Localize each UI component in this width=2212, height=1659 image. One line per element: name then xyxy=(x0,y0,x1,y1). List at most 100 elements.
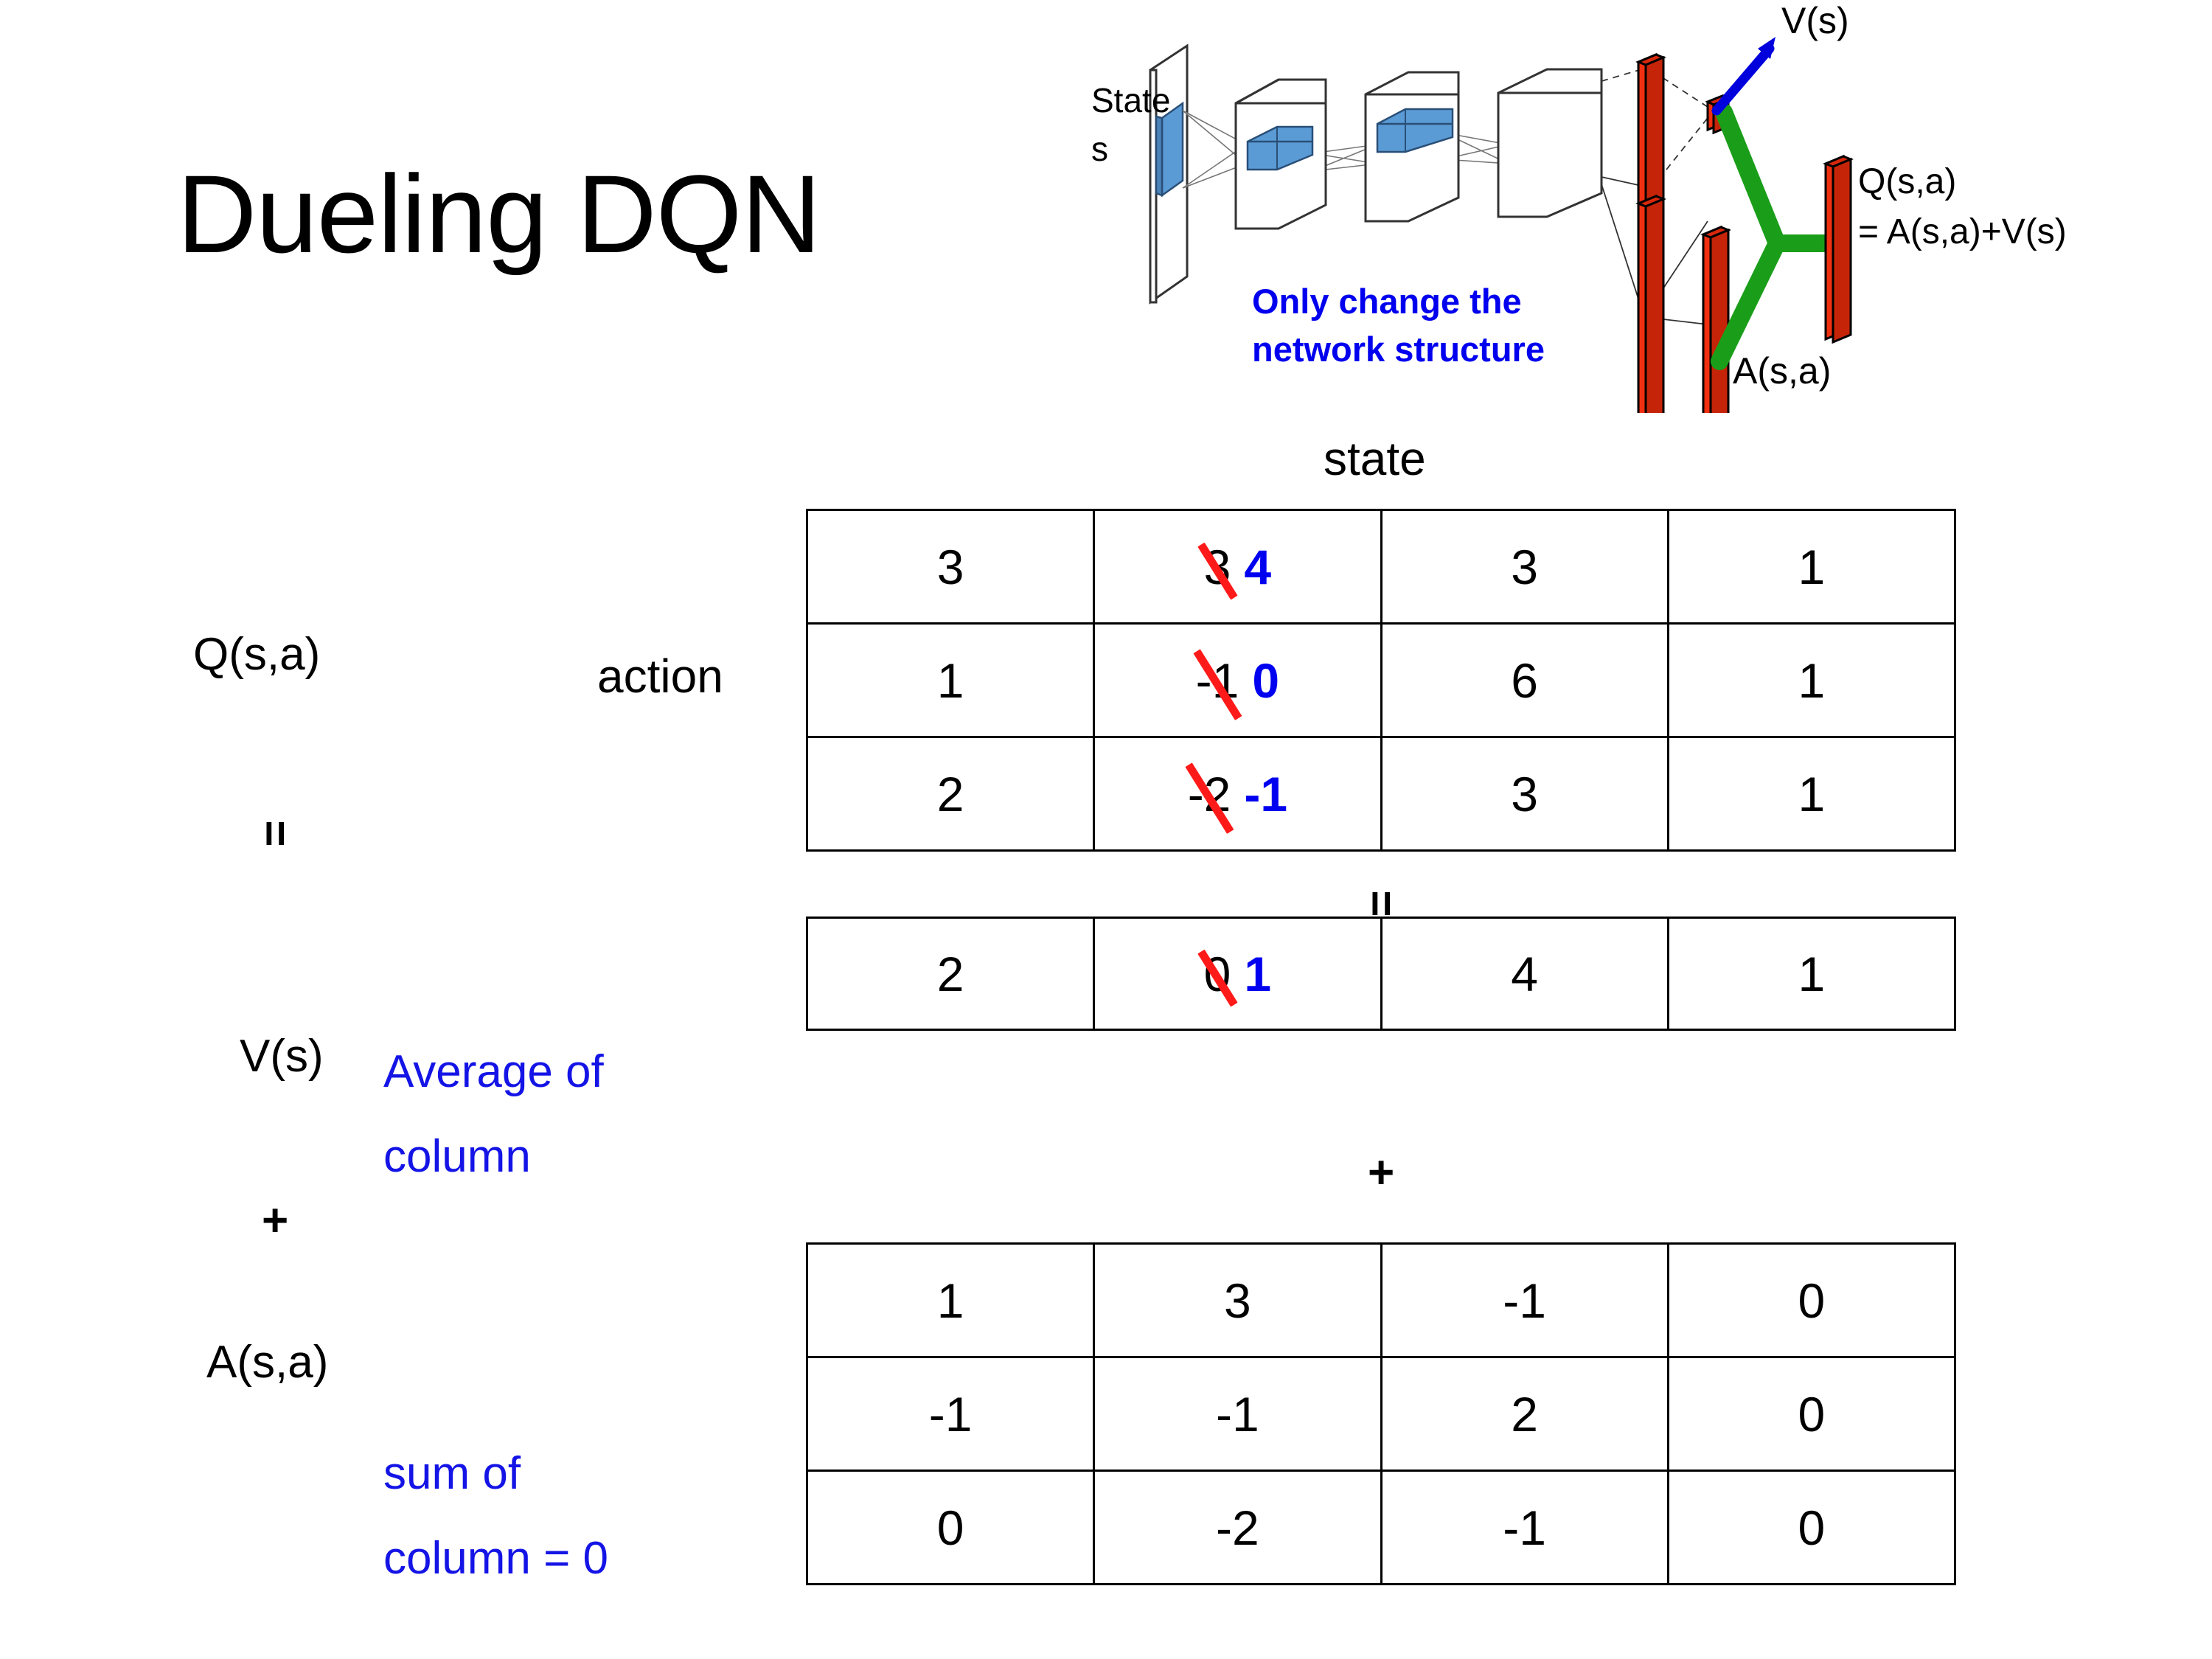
corrected-value: 0 xyxy=(1252,653,1280,708)
cell-value: 1 xyxy=(1798,653,1826,708)
equals-left-operator: = xyxy=(249,820,301,847)
cell-content: 1 xyxy=(1669,738,1954,849)
diagram-input-label-line2: s xyxy=(1091,130,1108,168)
cell-content: 3 xyxy=(808,511,1093,622)
table-cell: -1 xyxy=(1093,1356,1382,1472)
cell-content: -1 xyxy=(1382,1472,1667,1583)
table-cell: 1 xyxy=(805,1242,1096,1358)
cell-value: 0 xyxy=(1798,1386,1826,1441)
cell-value: 2 xyxy=(1511,1386,1538,1441)
cell-content: 0 xyxy=(1669,1245,1954,1356)
state-axis-label: state xyxy=(1324,432,1426,485)
cell-content: 3 xyxy=(1382,511,1667,622)
table-cell: 0 xyxy=(1666,1356,1957,1472)
table-cell: -1 xyxy=(1380,1470,1669,1585)
struck-value: -2 xyxy=(1187,766,1231,821)
table-cell: 3 xyxy=(1380,736,1669,852)
a-value-table: 1 3 -1 0 -1 -1 2 0 0 -2 -1 0 xyxy=(805,1242,1957,1585)
cell-value: 2 xyxy=(936,946,964,1001)
cell-content: 2 xyxy=(1382,1358,1667,1470)
table-cell: -1 xyxy=(1380,1242,1669,1358)
cell-content: 0 xyxy=(1669,1472,1954,1583)
table-cell: 0 xyxy=(805,1470,1096,1585)
cell-content: -1 xyxy=(808,1358,1093,1470)
equals-mid-operator: = xyxy=(1355,890,1407,917)
cell-value: 3 xyxy=(1511,766,1538,821)
cell-value: 0 xyxy=(1798,1500,1826,1555)
diagram-q-label-line1: Q(s,a) xyxy=(1858,162,1956,201)
a-function-label: A(s,a) xyxy=(206,1337,329,1388)
v-note-line1: Average of xyxy=(383,1046,604,1097)
cell-value: 4 xyxy=(1511,946,1538,1001)
table-cell: 6 xyxy=(1380,622,1669,738)
cell-content: 3 xyxy=(1382,738,1667,849)
cell-content: -2 xyxy=(1095,1472,1380,1583)
table-row: -1 -1 2 0 xyxy=(805,1356,1957,1472)
diagram-advantage-label: A(s,a) xyxy=(1733,350,1831,392)
cell-value: -1 xyxy=(1503,1500,1546,1555)
table-row: 2 -2-1 3 1 xyxy=(805,736,1957,852)
diagram-input-label-line1: State xyxy=(1091,81,1170,119)
cell-value: 1 xyxy=(936,1273,964,1328)
table-cell: 2 xyxy=(805,736,1096,852)
table-row: 1 3 -1 0 xyxy=(805,1242,1957,1358)
table-row: 0 -2 -1 0 xyxy=(805,1470,1957,1585)
table-cell: 3 xyxy=(805,509,1096,625)
cell-content: 1 xyxy=(1669,511,1954,622)
table-cell: 1 xyxy=(1666,917,1957,1031)
corrected-value: -1 xyxy=(1244,766,1288,821)
cell-value: 1 xyxy=(1798,946,1826,1001)
cell-value: 3 xyxy=(936,539,964,594)
table-cell: 3 xyxy=(1380,509,1669,625)
cell-content: 2 xyxy=(808,738,1093,849)
diagram-q-label-line2: = A(s,a)+V(s) xyxy=(1858,212,2067,251)
cell-value: 2 xyxy=(936,766,964,821)
table-cell: 0 xyxy=(1666,1470,1957,1585)
cell-content: 0 xyxy=(1669,1358,1954,1470)
table-cell: 1 xyxy=(1666,736,1957,852)
table-cell: 2 xyxy=(1380,1356,1669,1472)
cell-value: -2 xyxy=(1216,1500,1259,1555)
cell-content: 2 xyxy=(808,919,1093,1029)
corrected-value: 4 xyxy=(1244,539,1272,594)
cell-value: -1 xyxy=(1216,1386,1259,1441)
struck-value: 0 xyxy=(1203,946,1231,1001)
cell-content: -2-1 xyxy=(1095,738,1380,849)
a-note-line1: sum of xyxy=(383,1448,521,1499)
struck-value: 3 xyxy=(1203,539,1231,594)
cell-content: 3 xyxy=(1095,1245,1380,1356)
cell-content: 6 xyxy=(1382,625,1667,736)
cell-value: 6 xyxy=(1511,653,1538,708)
a-table-body: 1 3 -1 0 -1 -1 2 0 0 -2 -1 0 xyxy=(805,1242,1957,1585)
cell-value: -1 xyxy=(928,1386,973,1441)
cell-content: 4 xyxy=(1382,919,1667,1029)
cell-content: -1 xyxy=(1382,1245,1667,1356)
cell-value: 1 xyxy=(1798,766,1826,821)
diagram-note-line2: network structure xyxy=(1252,330,1545,369)
table-cell: 1 xyxy=(1666,509,1957,625)
cell-content: 0 xyxy=(808,1472,1093,1583)
cell-value: -1 xyxy=(1503,1273,1546,1328)
table-cell: 2 xyxy=(805,917,1096,1031)
table-cell: 1 xyxy=(805,622,1096,738)
cell-content: 1 xyxy=(1669,625,1954,736)
cell-value: 3 xyxy=(1224,1273,1251,1328)
dueling-network-diagram: State s Only change the network structur… xyxy=(1091,0,2212,413)
action-axis-label: action xyxy=(597,650,723,703)
cell-value: 0 xyxy=(1798,1273,1826,1328)
page-title: Dueling DQN xyxy=(177,152,821,276)
cell-content: 1 xyxy=(808,1245,1093,1356)
table-cell: 3 xyxy=(1093,1242,1382,1358)
diagram-value-label: V(s) xyxy=(1781,0,1849,41)
table-cell: -1 xyxy=(805,1356,1096,1472)
